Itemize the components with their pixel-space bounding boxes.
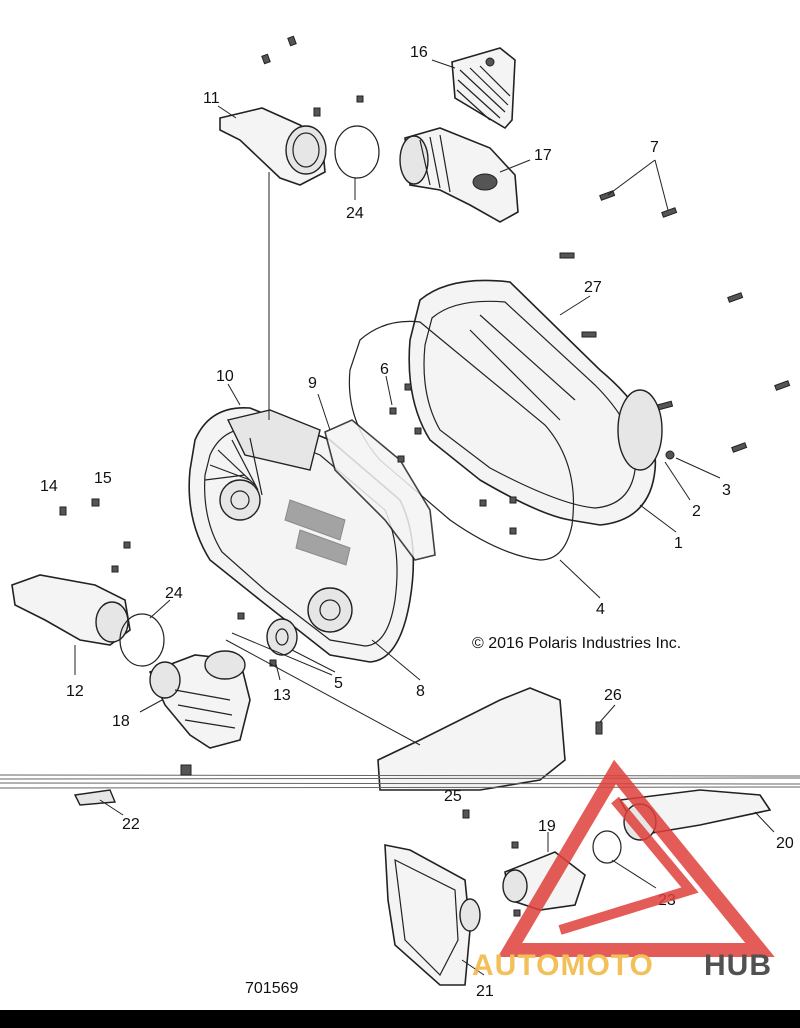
callout-8: 8 xyxy=(416,683,425,700)
callout-2: 2 xyxy=(692,503,701,520)
watermark-triangle xyxy=(497,759,775,957)
copyright-text: © 2016 Polaris Industries Inc. xyxy=(472,635,681,652)
leader-lines xyxy=(74,59,775,976)
part-9-gasket xyxy=(324,419,436,561)
part-11-duct xyxy=(219,107,327,186)
part-12-duct xyxy=(11,574,131,646)
callout-14: 14 xyxy=(40,478,58,495)
bottom-bar xyxy=(0,1010,800,1028)
callout-25: 25 xyxy=(444,788,462,805)
callout-5: 5 xyxy=(334,675,343,692)
callout-9: 9 xyxy=(308,375,317,392)
part-18-boot xyxy=(148,650,251,749)
callouts: 16 11 17 7 24 27 6 10 9 14 15 3 2 1 24 4… xyxy=(40,44,794,1000)
part-20-duct xyxy=(377,687,772,841)
callout-13: 13 xyxy=(273,687,291,704)
part-22 xyxy=(73,789,117,806)
callout-4: 4 xyxy=(596,601,605,618)
part-1-outer-cover xyxy=(408,279,663,526)
part-17-boot xyxy=(399,127,519,223)
callout-12: 12 xyxy=(66,683,84,700)
callout-10: 10 xyxy=(216,368,234,385)
callout-6: 6 xyxy=(380,361,389,378)
callout-17: 17 xyxy=(534,147,552,164)
callout-20: 20 xyxy=(776,835,794,852)
callout-3: 3 xyxy=(722,482,731,499)
part-23-clamp xyxy=(592,830,622,864)
callout-22: 22 xyxy=(122,816,140,833)
callout-7: 7 xyxy=(650,139,659,156)
callout-26: 26 xyxy=(604,687,622,704)
callout-18: 18 xyxy=(112,713,130,730)
callout-11: 11 xyxy=(203,90,220,107)
callout-27: 27 xyxy=(584,279,602,296)
part-21-bracket xyxy=(384,844,481,986)
watermark-text-2: HUB xyxy=(704,949,772,982)
callout-19: 19 xyxy=(538,818,556,835)
callout-24-lower: 24 xyxy=(165,585,183,602)
part-24-clamp-lower xyxy=(119,613,165,667)
callout-16: 16 xyxy=(410,44,428,61)
part-16-grille xyxy=(451,47,516,130)
bolts xyxy=(59,35,791,917)
callout-21: 21 xyxy=(476,983,494,1000)
diagram-id: 701569 xyxy=(245,980,298,997)
watermark-text-1: AUTOMOTO xyxy=(472,949,654,982)
callout-15: 15 xyxy=(94,470,112,487)
callout-1: 1 xyxy=(674,535,683,552)
watermark-logo: AUTOMOTO HUB xyxy=(472,759,775,982)
part-24-clamp-top xyxy=(334,125,380,179)
part-5-seal xyxy=(266,618,298,656)
callout-24-top: 24 xyxy=(346,205,364,222)
scan-noise-band xyxy=(0,774,800,789)
